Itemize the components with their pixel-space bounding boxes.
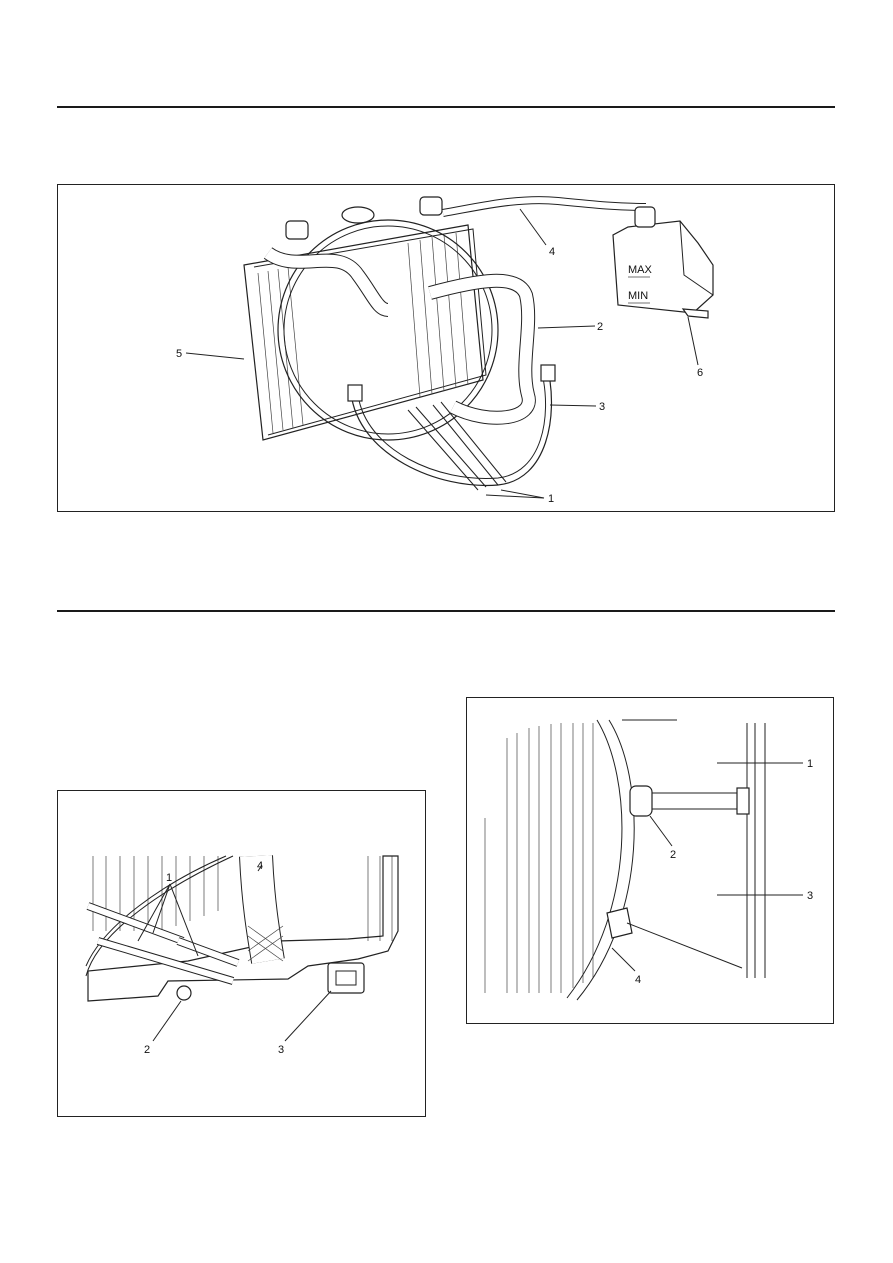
vertical-frame: [746, 723, 766, 978]
callout-1: 1: [807, 758, 813, 770]
radiator-caps: [285, 196, 443, 240]
callout-2: 2: [144, 1044, 150, 1056]
fan-shroud: [277, 219, 499, 441]
shroud-clip-detail-figure: 1 2 3 4: [466, 697, 834, 1024]
callout-5: 5: [176, 348, 182, 360]
hose-clamp-mesh: [247, 925, 284, 962]
shroud-clip-detail-drawing: 1 2 3 4: [484, 719, 813, 1001]
leader-lines: [185, 208, 699, 499]
radiator-assembly-drawing: MAX MIN 4 2 3 1 5 6: [176, 196, 714, 505]
callout-1: 1: [548, 493, 554, 505]
radiator-core: [243, 224, 487, 441]
tank-min-label: MIN: [628, 290, 648, 302]
callout-3: 3: [278, 1044, 284, 1056]
radiator-fins: [92, 856, 393, 941]
callout-4: 4: [549, 246, 555, 258]
callout-3: 3: [807, 890, 813, 902]
callout-1: 1: [166, 872, 172, 884]
callout-6: 6: [697, 367, 703, 379]
top-divider-rule: [57, 106, 835, 108]
middle-divider-rule: [57, 610, 835, 612]
fan-shroud: [85, 855, 234, 977]
bolt-head: [176, 985, 192, 1001]
radiator-assembly-figure: MAX MIN 4 2 3 1 5 6: [57, 184, 835, 512]
drain-plug: [327, 962, 365, 994]
shroud-clip: [629, 785, 750, 817]
callout-4: 4: [635, 974, 641, 986]
radiator-lower-detail-figure: 1 2 3 4: [57, 790, 426, 1117]
reserve-tank: MAX MIN: [612, 206, 714, 319]
radiator-fins: [484, 723, 594, 993]
leader-lines: [137, 864, 332, 1042]
callout-3: 3: [599, 401, 605, 413]
cooler-pipes: [86, 902, 240, 985]
fan-shroud: [566, 719, 623, 999]
cooler-pipes: [407, 401, 507, 491]
callout-4: 4: [257, 860, 263, 872]
radiator-lower-detail-drawing: 1 2 3 4: [85, 855, 399, 1056]
callout-2: 2: [597, 321, 603, 333]
leader-lines: [611, 762, 803, 972]
tank-max-label: MAX: [628, 264, 653, 276]
callout-2: 2: [670, 849, 676, 861]
